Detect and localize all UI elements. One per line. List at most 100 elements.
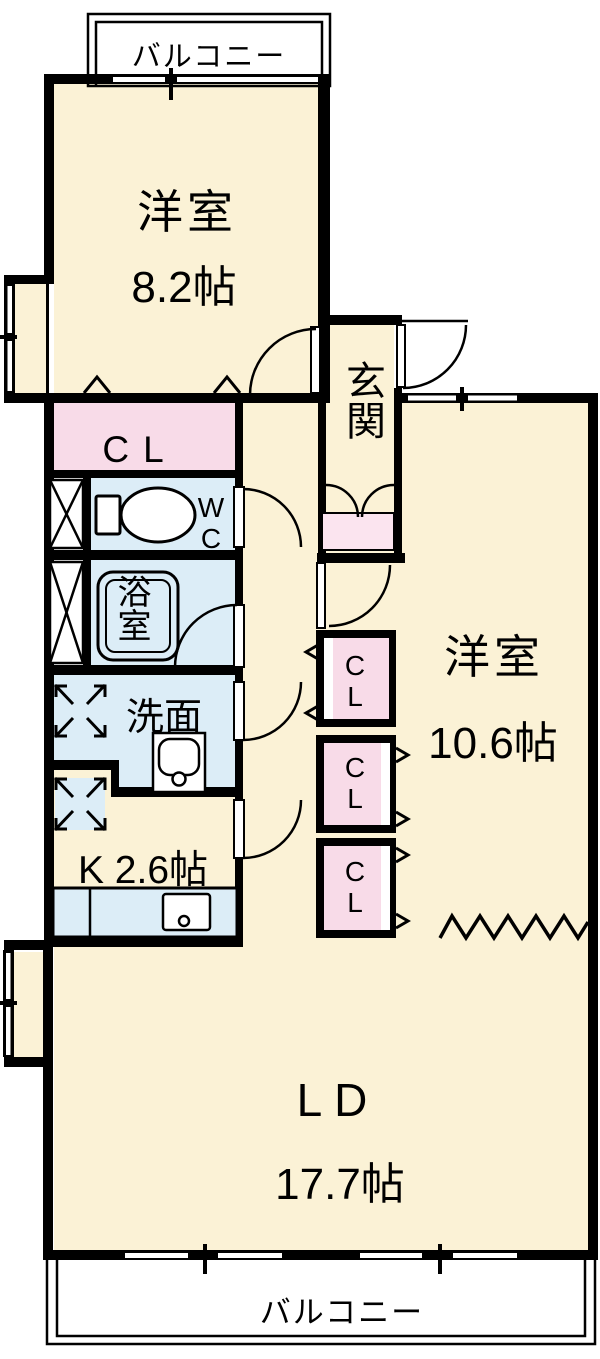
toilet-door-arc bbox=[242, 487, 303, 548]
bath-door-leaf bbox=[233, 604, 245, 668]
wall-washroom-kitchen-b bbox=[111, 760, 119, 789]
bedroom1-door-arc bbox=[248, 327, 317, 396]
label-bedroom2-size: 10.6帖 bbox=[428, 719, 558, 768]
bathtub-icon bbox=[96, 570, 180, 662]
folding-door-mark-closetmain-a bbox=[82, 374, 112, 394]
balcony-top-inner-rail bbox=[94, 20, 324, 86]
label-bath: 浴室 bbox=[112, 574, 150, 642]
wall-toilet-bottom bbox=[44, 550, 243, 560]
window-ld-bottom-c bbox=[360, 1253, 422, 1258]
vanity-sink-icon bbox=[151, 731, 207, 794]
label-balcony-bottom: バルコニー bbox=[260, 1295, 424, 1330]
folding-door-mark-cl3-b bbox=[395, 912, 411, 930]
washroom-door-arc bbox=[242, 681, 303, 742]
closet2-door bbox=[381, 743, 390, 825]
entrance-storage-door-arc-right bbox=[360, 483, 395, 518]
folding-door-mark-cl2-b bbox=[395, 810, 411, 828]
window-bedroom1-top-b bbox=[177, 77, 318, 82]
washroom-door-leaf bbox=[233, 681, 245, 741]
label-closet-main: CL bbox=[102, 429, 177, 470]
balcony-top-outer-rail bbox=[86, 12, 332, 88]
label-kitchen: K 2.6帖 bbox=[78, 849, 208, 892]
window-ld-bottom-a bbox=[125, 1253, 188, 1258]
wall-ld-left bbox=[43, 947, 53, 1260]
floor-fills bbox=[14, 84, 588, 1250]
entrance-storage-door-arc-left bbox=[325, 483, 360, 518]
wall-closetmain-bottom bbox=[44, 470, 243, 478]
hatch-space-icon bbox=[53, 776, 107, 832]
bath-floor bbox=[91, 560, 235, 665]
kitchen-door-leaf bbox=[233, 799, 245, 859]
window-baywindow1-a bbox=[7, 286, 12, 333]
label-bedroom2-name: 洋室 bbox=[444, 631, 544, 683]
wall-shoecabinet-bottom bbox=[317, 553, 405, 563]
kitchen-counter-icon bbox=[51, 886, 239, 939]
wall-bedroom1-bottom bbox=[4, 393, 330, 403]
wall-bedroom1-right bbox=[318, 74, 330, 393]
window-baywindow1-b bbox=[7, 341, 12, 391]
entrance-door-arc bbox=[402, 324, 468, 390]
balcony-top bbox=[86, 12, 332, 88]
pipe-shaft-icons bbox=[48, 478, 85, 665]
label-living-name: LD bbox=[297, 1074, 380, 1126]
wall-washroom-kitchen-a bbox=[44, 760, 119, 770]
label-entrance: 玄関 bbox=[340, 360, 384, 440]
closet3-door bbox=[381, 846, 390, 930]
closet2-inner bbox=[324, 743, 381, 825]
ld-left-floor bbox=[54, 947, 244, 1250]
folding-door-mark-cl1-a bbox=[303, 643, 319, 661]
entrance-floor bbox=[326, 325, 394, 405]
wall-kitchen-bottom bbox=[44, 937, 243, 947]
bedroom2-door-arc bbox=[328, 564, 392, 628]
wall-bath-bottom bbox=[44, 665, 243, 675]
labels: バルコニー 洋室 8.2帖 CL WC 浴室 洗面 K 2.6帖 玄関 洋室 1… bbox=[78, 41, 558, 1330]
wall-baywindow1-top bbox=[4, 275, 54, 284]
label-toilet: WC bbox=[196, 492, 227, 554]
folding-door-mark-closetmain-b bbox=[212, 374, 242, 394]
toilet-door-leaf bbox=[233, 486, 245, 548]
wall-baywindow2-bottom bbox=[4, 1057, 53, 1067]
open-partition-zigzag bbox=[438, 912, 590, 942]
wall-ld-bottom bbox=[44, 1250, 598, 1260]
bedroom2-door-leaf bbox=[316, 562, 326, 629]
label-bedroom1-size: 8.2帖 bbox=[131, 263, 236, 312]
fixtures bbox=[48, 478, 239, 939]
window-bedroom1-top-a bbox=[113, 77, 165, 82]
label-washroom: 洗面 bbox=[126, 697, 202, 739]
folding-door-mark-cl2-a bbox=[395, 746, 411, 764]
washer-space-icon bbox=[53, 683, 107, 739]
label-closet1: CL bbox=[340, 650, 371, 712]
window-ld-bottom-d bbox=[453, 1253, 517, 1258]
ld-baywindow-floor bbox=[14, 952, 44, 1057]
label-living-size: 17.7帖 bbox=[275, 1160, 405, 1209]
label-balcony-top: バルコニー bbox=[132, 41, 286, 73]
wall-entrance-left bbox=[318, 325, 326, 563]
doors bbox=[173, 319, 468, 860]
symbols bbox=[82, 374, 590, 942]
label-closet2: CL bbox=[340, 752, 371, 814]
folding-door-mark-cl1-b bbox=[303, 704, 319, 722]
bath-door-arc bbox=[173, 603, 238, 668]
wall-entrance-right bbox=[394, 388, 402, 563]
window-bedroom2-top-a bbox=[408, 395, 456, 401]
window-bedroom2-top-b bbox=[468, 395, 517, 401]
closet3-inner bbox=[324, 846, 381, 930]
wall-entrance-top bbox=[318, 315, 402, 325]
bedroom1-door-leaf bbox=[310, 326, 321, 394]
closet-stack bbox=[303, 630, 411, 938]
closet1-door bbox=[324, 638, 333, 719]
folding-door-mark-cl3-a bbox=[395, 846, 411, 864]
window-baywindow2-a bbox=[6, 953, 11, 999]
wall-right-exterior bbox=[588, 393, 598, 1260]
wall-baywindow2-top bbox=[4, 940, 53, 950]
balcony-bottom-inner-rail bbox=[55, 1258, 587, 1338]
bedroom1-baywindow-floor bbox=[14, 283, 47, 393]
closet1-inner bbox=[333, 638, 389, 719]
line-baywindow1-divider bbox=[46, 284, 49, 393]
wall-shaft-divider bbox=[83, 478, 91, 675]
kitchen-door-arc bbox=[242, 799, 303, 860]
window-baywindow2-b bbox=[6, 1007, 11, 1055]
window-ld-bottom-b bbox=[218, 1253, 282, 1258]
